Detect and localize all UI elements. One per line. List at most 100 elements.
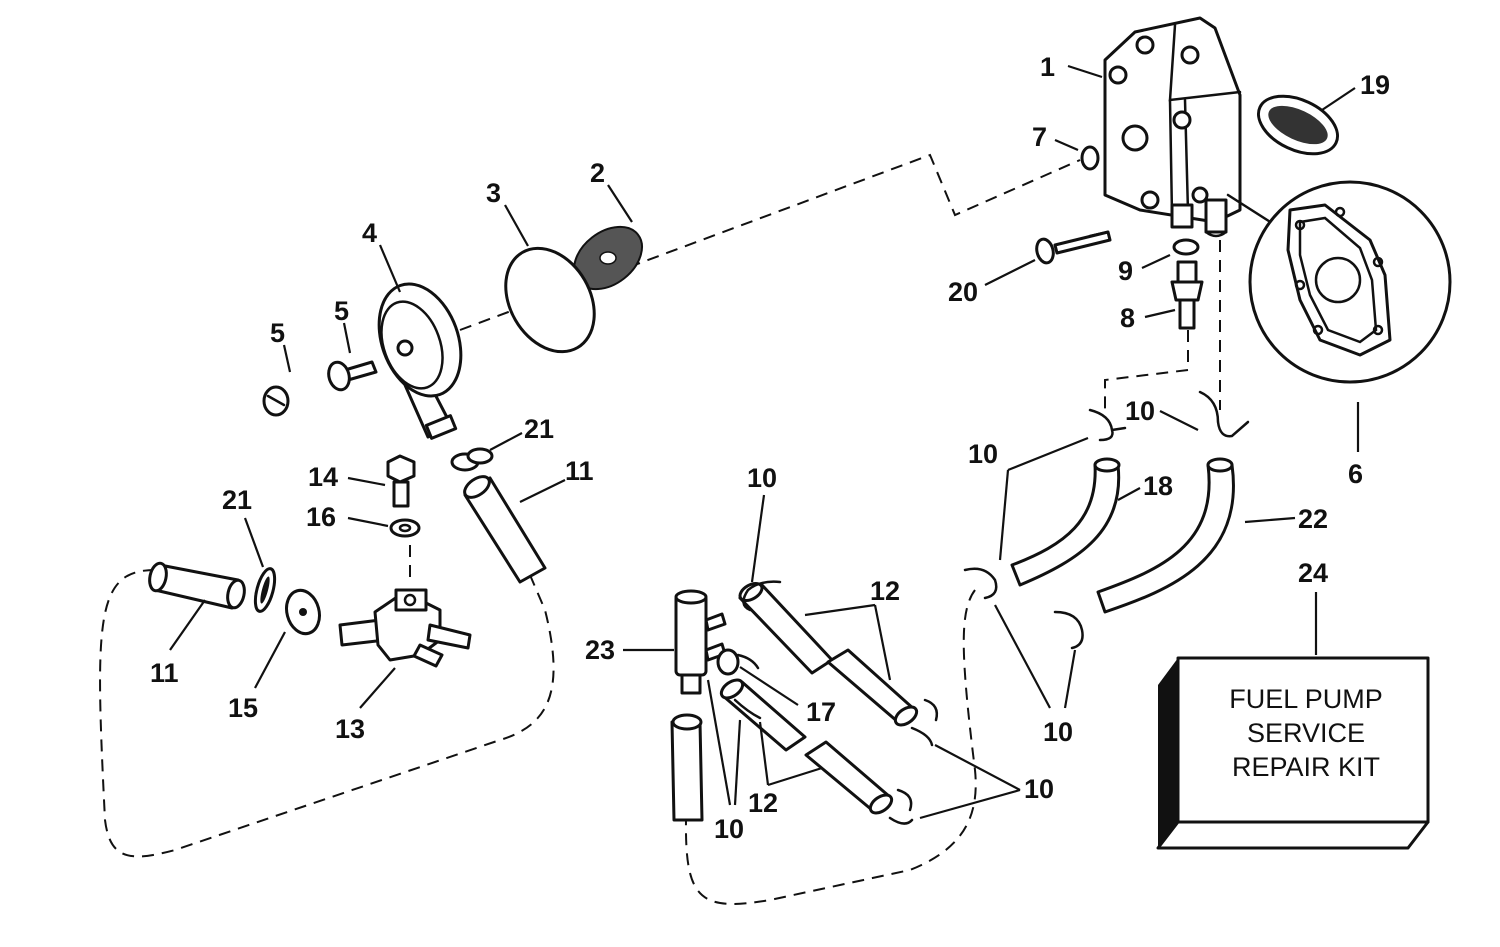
fuel-fitting [1170, 260, 1204, 330]
assembly-line-bottom-loop [684, 589, 977, 905]
leader-7 [1054, 138, 1079, 152]
leader-2 [607, 184, 633, 223]
leader-10-bottomright-1 [934, 744, 1021, 791]
gasket-detail-circle [1226, 180, 1452, 384]
cover-screw-short [262, 385, 290, 417]
leader-12-top-2 [873, 604, 892, 681]
leader-4 [378, 244, 402, 293]
leader-5a [282, 344, 292, 373]
short-hose-upper [463, 475, 547, 584]
kit-box-line-3: REPAIR KIT [1232, 752, 1380, 782]
cover-screw-long [327, 360, 378, 392]
leader-10-lowmid-1 [994, 604, 1051, 709]
hose-clip-upper-right [1198, 390, 1250, 438]
leader-22 [1244, 516, 1296, 524]
leader-18 [1117, 487, 1141, 501]
leader-12-bottom-2 [767, 766, 823, 787]
service-kit-box [1156, 656, 1430, 850]
leader-9 [1141, 254, 1171, 269]
long-screw [1035, 230, 1112, 265]
long-hose-3 [719, 678, 807, 752]
callout-10-bottomright: 10 [1024, 774, 1054, 804]
leader-10-bottom-2 [733, 719, 742, 806]
filter-screen [573, 225, 643, 291]
leader-16 [347, 516, 389, 528]
callout-24: 24 [1298, 558, 1328, 588]
callout-16: 16 [306, 502, 336, 532]
o-ring-fitting [1172, 238, 1200, 256]
hose-clip-bottom-1 [742, 580, 782, 612]
leader-15 [254, 631, 286, 689]
callout-17: 17 [806, 697, 836, 727]
fuel-tee-fitting [338, 588, 472, 668]
leader-20 [984, 259, 1036, 286]
hose-clip-bottom-2 [910, 698, 939, 747]
kit-box-line-2: SERVICE [1247, 718, 1365, 748]
hose-clip-mid-right [1053, 610, 1084, 650]
leader-10-bottom-1 [706, 679, 732, 806]
long-hose-4 [804, 740, 894, 815]
curved-hose-22 [1096, 457, 1235, 614]
callout-11-lower: 11 [150, 658, 179, 688]
short-hose-vertical [670, 713, 704, 822]
leader-3 [504, 204, 529, 247]
leader-11-lower [169, 599, 206, 651]
leader-11-upper [519, 479, 566, 503]
leader-1 [1067, 64, 1103, 79]
callout-10-midleft: 10 [968, 439, 998, 469]
fuel-pump-body [1103, 16, 1242, 238]
long-hose-2 [826, 648, 919, 727]
small-clip [716, 648, 760, 676]
leader-12-bottom-1 [758, 721, 770, 786]
callout-21-lower: 21 [222, 485, 252, 515]
leader-13 [359, 667, 396, 709]
leader-21-lower [243, 517, 265, 568]
leader-10-top [750, 494, 766, 583]
callout-22: 22 [1298, 504, 1328, 534]
clip-ring-upper [450, 447, 494, 472]
leader-8 [1144, 308, 1176, 319]
leader-5b [342, 322, 352, 354]
hose-clip-bottom-4 [733, 698, 762, 720]
callout-10-lowmid: 10 [1043, 717, 1073, 747]
clip-ring-lower [253, 567, 277, 613]
callout-3: 3 [486, 178, 501, 208]
leader-10-midleft [1007, 436, 1089, 472]
callout-11-upper: 11 [565, 456, 594, 486]
callout-12-top: 12 [870, 576, 900, 606]
filter-cover [377, 282, 463, 440]
leader-10-midleft-2 [998, 469, 1010, 561]
fitting-washer [285, 588, 321, 636]
leader-10-bottomright-2 [919, 788, 1021, 820]
callout-8: 8 [1120, 303, 1135, 333]
gasket-oval [1256, 94, 1340, 156]
bolt-washer [389, 518, 421, 538]
callout-4: 4 [362, 218, 377, 248]
callout-1: 1 [1040, 52, 1055, 82]
leader-19 [1321, 87, 1356, 111]
callout-21-upper: 21 [524, 414, 554, 444]
curved-hose-18 [1010, 457, 1121, 587]
hex-bolt [386, 454, 416, 508]
assembly-line-main [459, 153, 1081, 331]
callout-19: 19 [1360, 70, 1390, 100]
tee-connector [674, 589, 727, 695]
callout-2: 2 [590, 158, 605, 188]
callout-15: 15 [228, 693, 258, 723]
long-hose-1 [738, 581, 834, 675]
callout-23: 23 [585, 635, 615, 665]
hose-clip-mid-left [963, 567, 998, 600]
leader-12-top-1 [804, 603, 876, 617]
o-ring-small [1080, 145, 1100, 171]
callout-9: 9 [1118, 256, 1133, 286]
short-hose-lower [148, 561, 246, 610]
hose-clip-upper-left [1088, 408, 1127, 442]
assembly-line-fitting-hose [1104, 330, 1189, 410]
callout-12-bottom: 12 [748, 788, 778, 818]
kit-box-line-1: FUEL PUMP [1229, 684, 1383, 714]
leader-10-right [1159, 410, 1199, 431]
filter-gasket-ring [504, 246, 596, 354]
leader-10-lowmid-2 [1063, 649, 1077, 709]
